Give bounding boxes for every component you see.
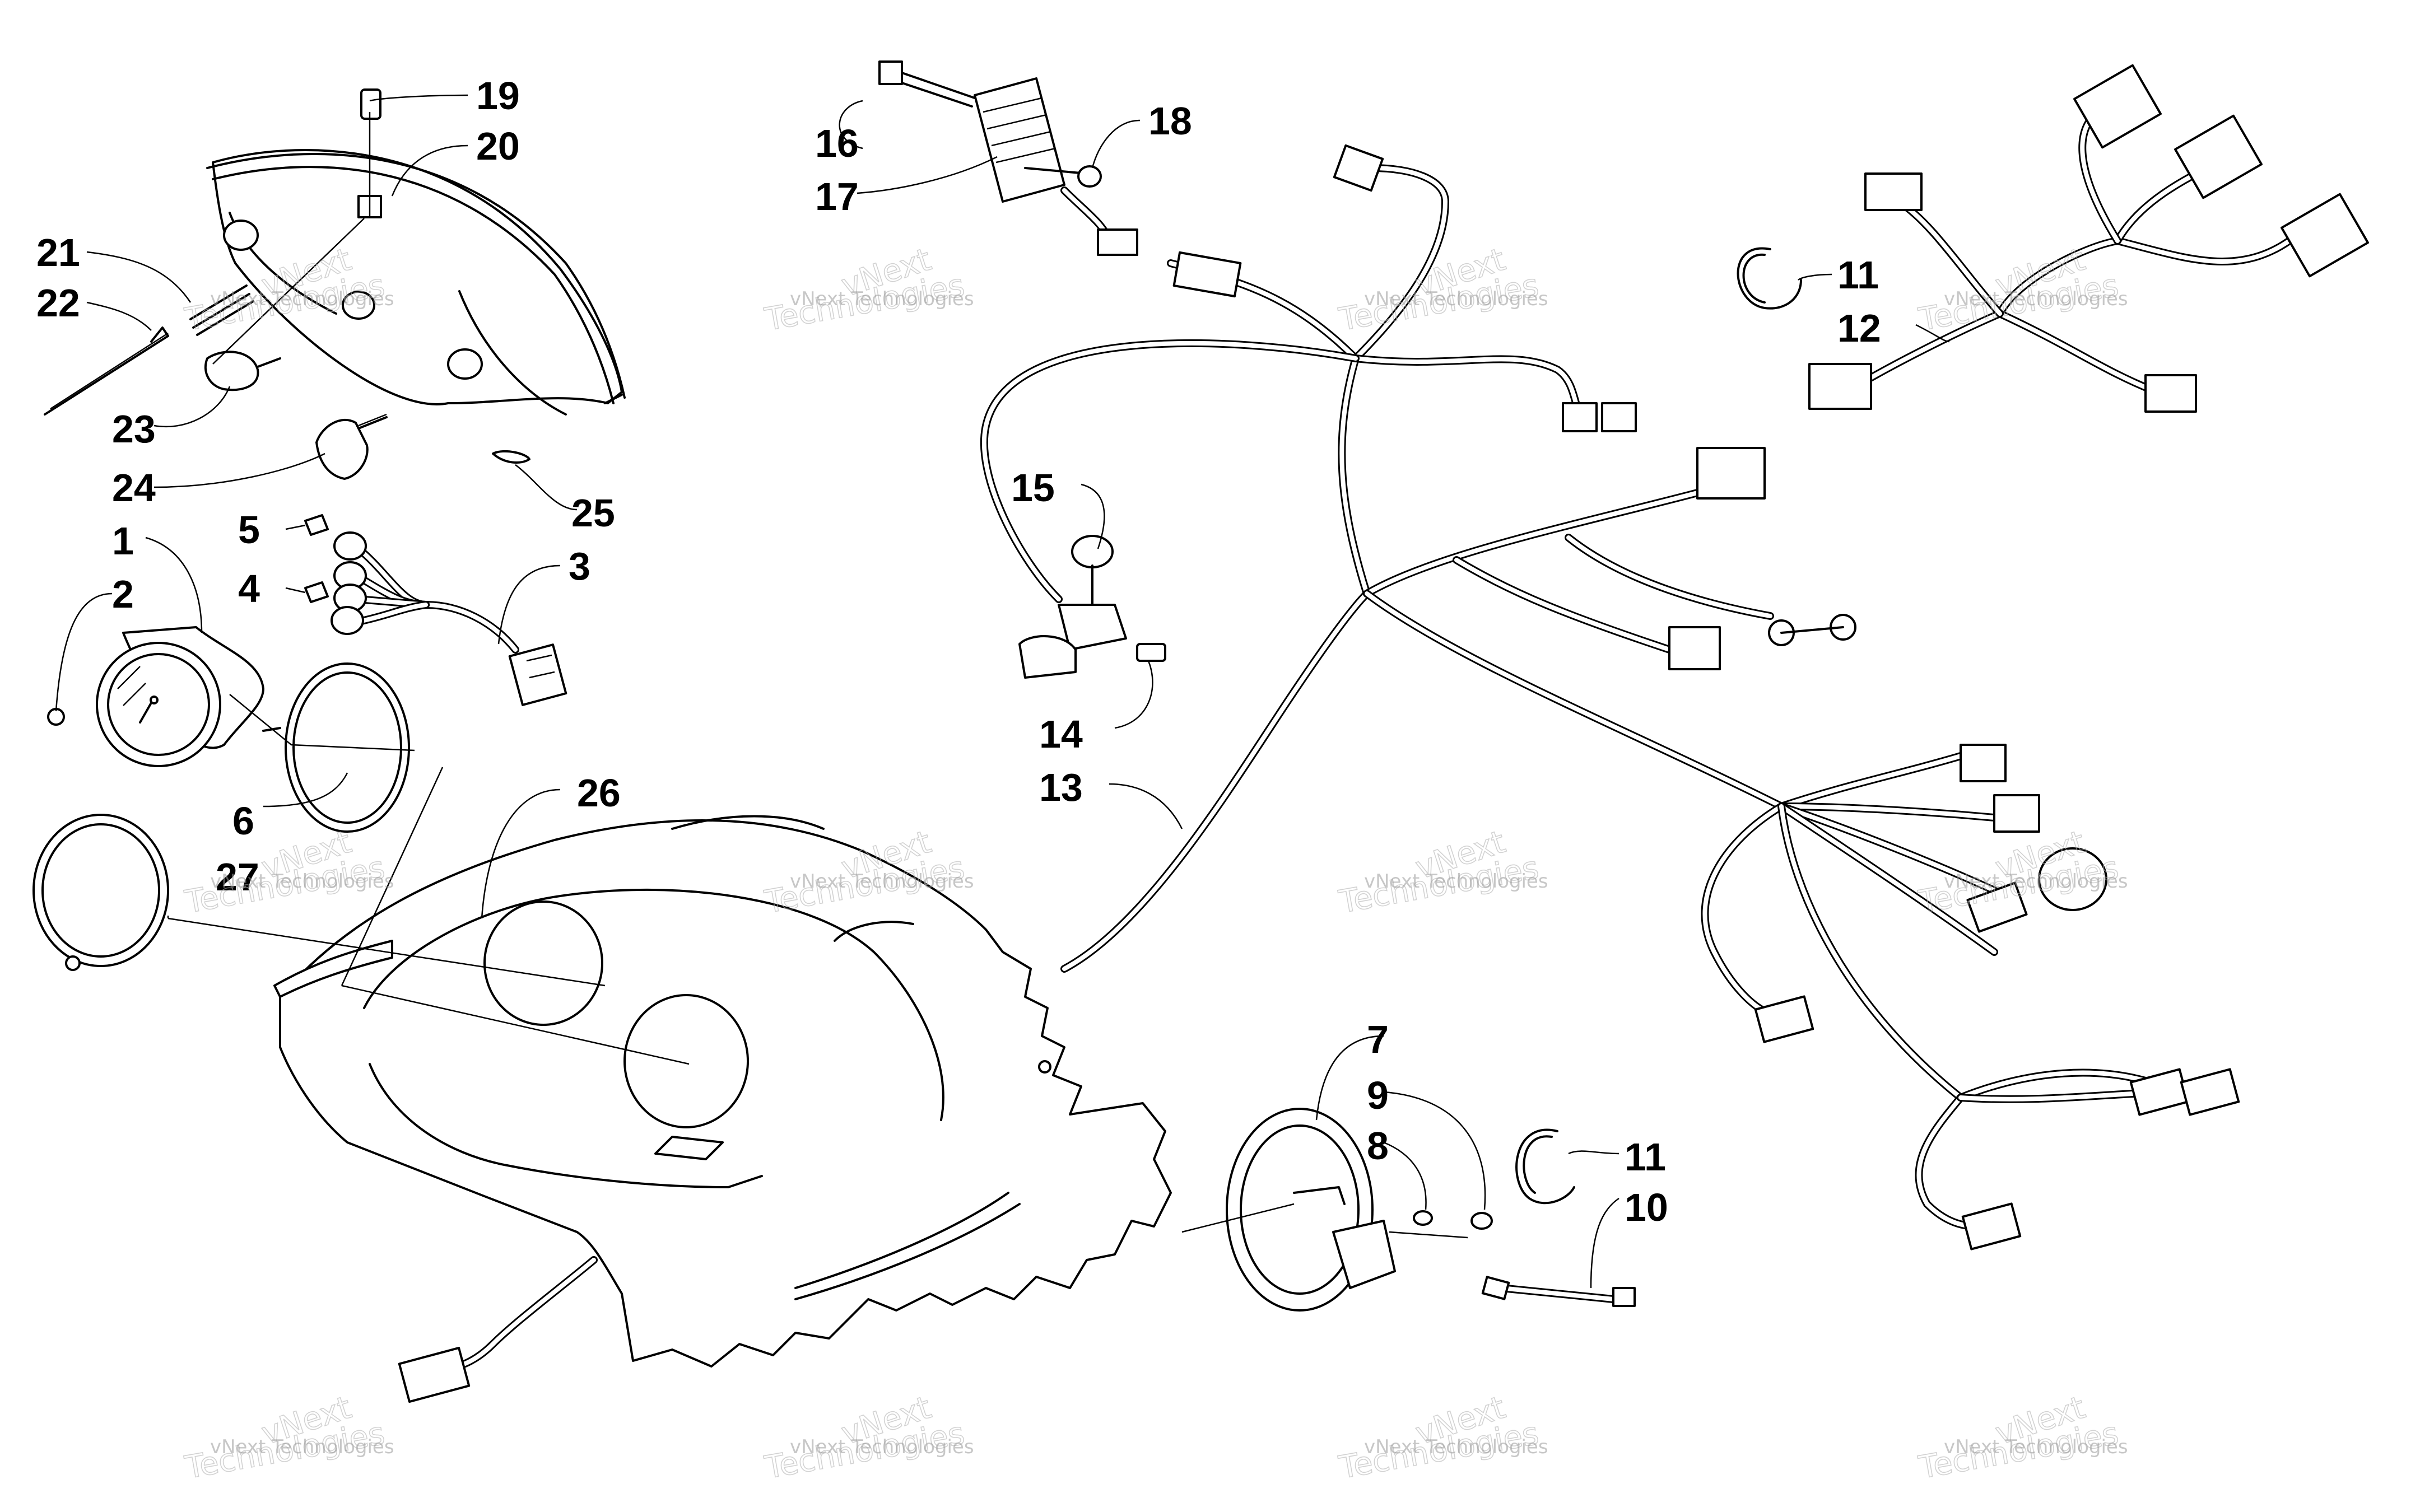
svg-text:vNext Technologies: vNext Technologies — [790, 288, 974, 310]
svg-text:vNext Technologies: vNext Technologies — [1944, 1436, 2128, 1458]
watermark: vNext Technologies vNext Technologies — [1335, 241, 1548, 339]
callout-26: 26 — [577, 771, 621, 815]
svg-text:vNext Technologies: vNext Technologies — [790, 1436, 974, 1458]
callout-3: 3 — [569, 544, 590, 588]
nut-18 — [1077, 165, 1102, 188]
svg-text:vNext Technologies: vNext Technologies — [790, 870, 974, 893]
watermark: vNext Technologies vNext Technologies — [1335, 1389, 1548, 1487]
callout-10: 10 — [1625, 1186, 1668, 1229]
callout-1: 1 — [112, 519, 134, 563]
clamp-11-upper — [1737, 247, 1802, 310]
bezel-ring-6 — [285, 662, 410, 833]
callout-25: 25 — [571, 491, 615, 535]
svg-text:vNext Technologies: vNext Technologies — [1944, 870, 2128, 893]
bulb-clip-19 — [360, 88, 381, 120]
callout-5: 5 — [238, 508, 260, 552]
callout-2: 2 — [112, 572, 134, 616]
headlight-assembly — [206, 149, 626, 416]
harness-3 — [331, 531, 567, 706]
svg-text:vNext Technologies: vNext Technologies — [210, 870, 394, 893]
watermark: vNext Technologies vNext Technologies — [1915, 1389, 2128, 1487]
bulb-23 — [204, 351, 281, 391]
dash-panel-26 — [273, 815, 1172, 1368]
nut-9 — [1470, 1212, 1493, 1230]
callout-11-upper: 11 — [1837, 253, 1879, 297]
callout-16: 16 — [815, 122, 859, 165]
svg-text:vNext Technologies: vNext Technologies — [1364, 1436, 1548, 1458]
svg-text:vNext Technologies: vNext Technologies — [1364, 288, 1548, 310]
watermark: vNext Technologies vNext Technologies — [761, 241, 974, 339]
callout-14: 14 — [1039, 712, 1083, 756]
fuse-holder-14-15 — [1018, 535, 1166, 679]
callout-7: 7 — [1367, 1018, 1389, 1061]
watermark: vNext Technologies vNext Technologies — [1335, 823, 1548, 921]
right-branch-harness — [1701, 744, 2240, 1250]
callout-4: 4 — [238, 567, 260, 610]
harness-12 — [1808, 64, 2369, 413]
dash-pigtail — [398, 1256, 598, 1403]
callout-9: 9 — [1367, 1074, 1389, 1117]
callout-21: 21 — [36, 231, 80, 274]
svg-text:vNext Technologies: vNext Technologies — [1364, 870, 1548, 893]
callout-11-lower: 11 — [1625, 1135, 1666, 1179]
speedo-housing-7 — [1226, 1108, 1396, 1312]
callout-19: 19 — [476, 74, 520, 118]
watermark: vNext Technologies vNext Technologies — [182, 823, 394, 921]
spring-21 — [189, 284, 254, 336]
bezel-ring-27 — [32, 814, 169, 971]
callout-24: 24 — [112, 466, 156, 510]
svg-text:vNext Technologies: vNext Technologies — [210, 1436, 394, 1458]
callout-6: 6 — [232, 799, 254, 843]
callout-22: 22 — [36, 281, 80, 325]
watermarks: vNext Technologies vNext Technologies vN… — [182, 241, 2128, 1487]
clamp-11-lower — [1515, 1128, 1575, 1205]
cable-10 — [1481, 1276, 1636, 1307]
washer-8 — [1413, 1210, 1433, 1226]
callout-27: 27 — [216, 855, 259, 899]
callout-15: 15 — [1011, 466, 1055, 510]
adjust-screw-22 — [44, 326, 169, 416]
callout-18: 18 — [1148, 99, 1192, 143]
bulb-4 — [304, 581, 329, 603]
bulb-5 — [304, 514, 329, 536]
callout-20: 20 — [476, 124, 520, 168]
bolt-16 — [878, 60, 976, 108]
watermark: vNext Technologies vNext Technologies — [182, 1389, 394, 1487]
regulator-17 — [974, 77, 1138, 256]
gauge-bulb-2 — [47, 708, 65, 726]
callout-17: 17 — [815, 175, 859, 218]
watermark: vNext Technologies vNext Technologies — [761, 1389, 974, 1487]
callout-8: 8 — [1367, 1124, 1389, 1168]
gauge-1 — [96, 626, 281, 767]
callout-12: 12 — [1837, 306, 1881, 350]
svg-text:vNext Technologies: vNext Technologies — [1944, 288, 2128, 310]
callouts: 19 20 21 22 23 24 25 5 4 3 1 2 6 27 26 1… — [36, 74, 1881, 1229]
svg-text:vNext Technologies: vNext Technologies — [210, 288, 394, 310]
bulb-socket-24 — [315, 416, 388, 480]
leader-lines — [55, 94, 1950, 1289]
main-harness-13 — [980, 144, 1856, 973]
callout-23: 23 — [112, 407, 156, 451]
callout-13: 13 — [1039, 766, 1083, 809]
clip-25 — [492, 450, 530, 464]
